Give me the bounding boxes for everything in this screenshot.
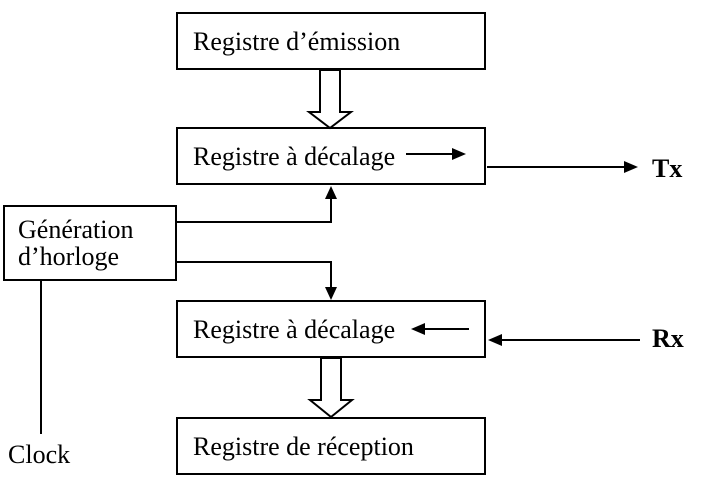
box-registre-decalage-rx-label: Registre à décalage — [193, 314, 396, 344]
box-registre-emission: Registre d’émission — [176, 12, 486, 70]
box-generation-horloge-line2: d’horloge — [18, 242, 120, 271]
box-registre-emission-label: Registre d’émission — [193, 26, 401, 56]
hollow-down-arrow-reception-icon — [307, 357, 355, 419]
box-registre-reception: Registre de réception — [176, 417, 486, 475]
clock-label: Clock — [8, 440, 71, 469]
box-generation-horloge: Génération d’horloge — [3, 205, 177, 281]
box-registre-reception-label: Registre de réception — [193, 431, 414, 461]
rx-label: Rx — [652, 324, 684, 353]
clock-to-shift-rx-arrow-icon — [177, 261, 337, 300]
clock-to-shift-tx-arrow-icon — [177, 186, 337, 223]
box-generation-horloge-line1: Génération — [18, 215, 134, 244]
box-registre-decalage-rx: Registre à décalage — [176, 300, 486, 358]
rx-input-arrow-icon — [488, 334, 640, 346]
box-registre-decalage-tx-label: Registre à décalage — [193, 141, 396, 171]
hollow-down-arrow-emission-icon — [306, 69, 354, 130]
box-registre-decalage-tx: Registre à décalage — [176, 127, 486, 185]
tx-output-arrow-icon — [487, 161, 638, 173]
tx-label: Tx — [652, 154, 683, 183]
